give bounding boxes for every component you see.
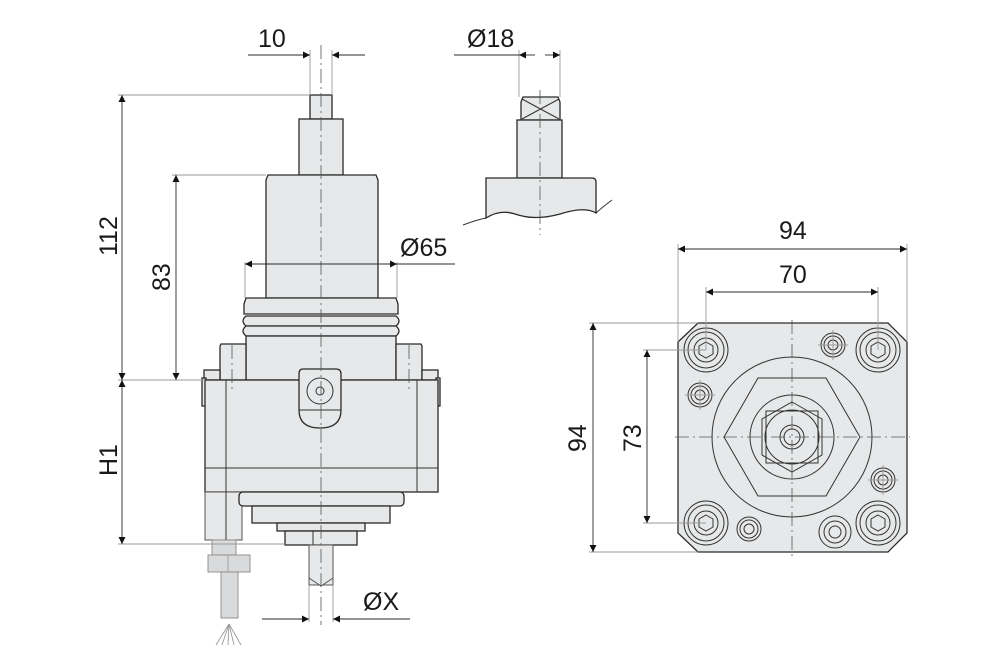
upper-body [265,174,379,299]
dim-total-height: 112 [95,216,123,256]
lower-flange [238,491,405,507]
left-lug [219,343,247,381]
flange-view: 94 70 94 73 [564,217,910,557]
dim-flange-height: 94 [564,424,592,452]
dim-bolt-spacing-vertical: 73 [619,424,647,452]
dim-body-height: 83 [148,263,176,291]
cable [220,571,239,619]
grease-nipple [818,515,852,549]
cable-gland-nut [207,554,251,573]
dim-lower-height: H1 [95,444,123,476]
plug-hole [736,516,762,542]
drive-base [485,177,597,220]
right-lug [395,343,423,381]
cable-wires [215,623,242,646]
fitting-ring [306,377,334,405]
cable-gland-top [211,539,237,556]
detail-view: Ø18 [454,25,613,235]
side-view: 10 112 83 Ø65 H1 ØX [95,25,455,646]
dim-tool-diameter: ØX [363,588,399,616]
bolt-bottom-right [855,500,901,546]
dim-shaft-tip-width: 10 [258,25,286,53]
collar [243,297,399,315]
dim-flange-width: 94 [779,217,807,245]
connector-block [204,491,243,541]
dim-bolt-spacing-horizontal: 70 [779,261,807,289]
dim-square-drive-diameter: Ø18 [467,25,514,53]
fitting-hole [315,386,325,396]
pin-hole-left [685,380,715,410]
drive-shaft [516,119,563,179]
pin-hole-right [868,465,898,495]
pin-hole-top [818,330,848,360]
dim-collar-diameter: Ø65 [400,234,447,262]
